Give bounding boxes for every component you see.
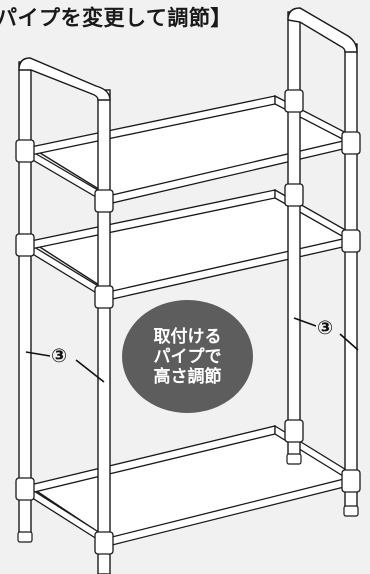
leader-lines [25,317,359,383]
bend-left-top [18,57,111,101]
top-bends [18,7,358,101]
badge-line-2: パイプで [153,346,222,367]
pole-center-front [97,89,111,574]
joint [94,189,114,213]
shelf-panels [30,99,355,541]
leader-left-b [75,359,105,383]
callout-left-number: ③ [50,345,69,367]
bend-right-top [287,7,358,53]
joint [94,285,114,309]
leader-right-b [339,333,359,351]
pole-foot [17,531,33,543]
joint [341,131,361,155]
pole-right-front [344,43,358,515]
joint [284,89,304,113]
pole-foot [286,453,302,465]
heading-text: パイプを変更して調節】 [0,6,232,30]
joint [94,531,114,555]
joints [15,89,361,555]
joint [284,419,304,443]
pole-left-front [18,61,32,541]
callout-right-number: ③ [316,317,335,339]
badge-line-3: 高さ調節 [153,366,222,387]
height-adjust-badge: 取付ける パイプで 高さ調節 [122,300,253,413]
joint [341,229,361,253]
badge-line-1: 取付ける [153,326,222,347]
pole-foot [343,505,359,517]
joint [284,183,304,207]
joint [341,469,361,493]
joint [15,477,35,501]
leader-right-a [293,317,317,327]
joint [15,139,35,163]
joint [15,233,35,257]
pole-right-back [287,11,301,463]
pole-ends [17,453,359,543]
leader-left-a [25,351,51,357]
